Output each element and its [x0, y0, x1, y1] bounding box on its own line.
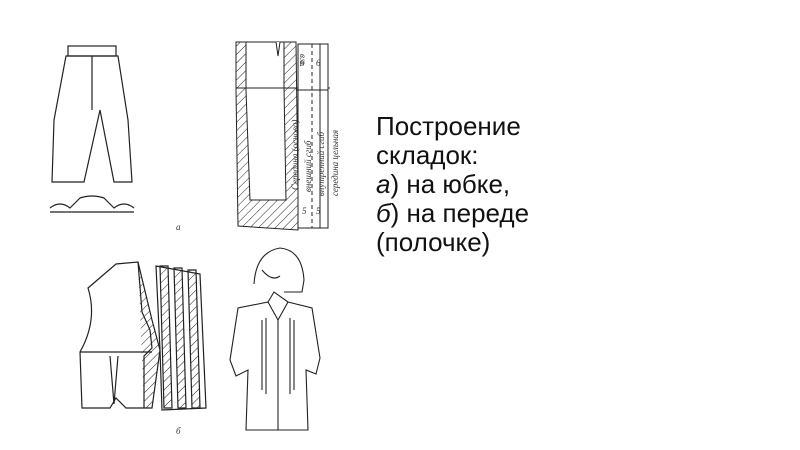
caption-line: Построение — [376, 111, 521, 141]
caption-line: б) на переде — [376, 198, 530, 228]
pattern-number: 6 — [316, 58, 321, 68]
pattern-label-outer-fold: внешний сгиб — [303, 140, 313, 192]
caption-line: а) на юбке, — [376, 169, 511, 199]
figure-label-a: а — [176, 222, 181, 232]
pattern-label-inner-fold: внутренний сгиб — [316, 131, 326, 196]
pattern-label-vo: в.о. — [298, 54, 308, 67]
slide-caption: Построение складок: а) на юбке, б) на пе… — [376, 112, 676, 257]
blouse-sketch — [229, 247, 321, 431]
figure-label-b: б — [176, 426, 181, 436]
skirt-pattern — [235, 41, 330, 231]
pattern-number: 6 — [300, 58, 305, 68]
pleat-drawings — [49, 41, 330, 431]
pattern-number: 5 — [302, 206, 307, 216]
caption-line: (полочке) — [376, 227, 491, 257]
pattern-number: 5 — [316, 206, 321, 216]
pattern-label-center-base: Середина (основа) — [290, 119, 300, 190]
pleat-construction-figure: а б 6 6 5 5 в.о. Середина (основа) внешн… — [40, 30, 360, 450]
bodice-pattern — [79, 261, 207, 411]
pattern-label-center-solid: середина цельная — [330, 129, 340, 196]
skirt-sketch — [49, 45, 135, 213]
caption-line: складок: — [376, 140, 479, 170]
